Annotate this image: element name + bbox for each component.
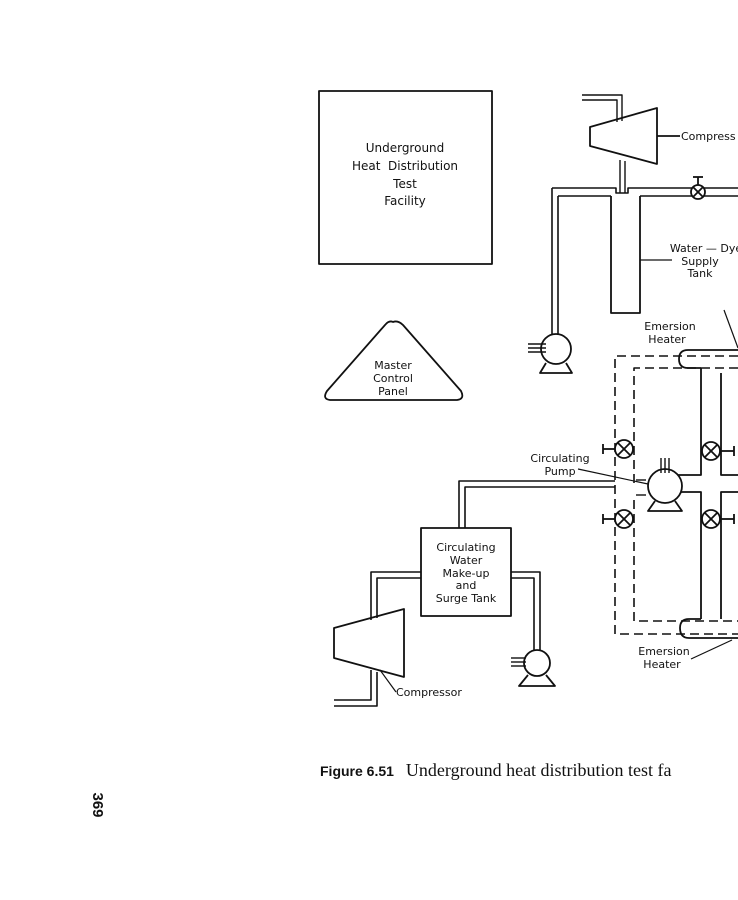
control-panel-label: Master Control Panel — [373, 359, 413, 398]
compressor-bottom-shape — [333, 571, 421, 707]
heater-bottom-label: Emersion Heater — [638, 645, 689, 671]
valve-loop-lower — [602, 509, 634, 529]
compressor-top-shape — [582, 94, 680, 193]
surge-tank-label-line: Surge Tank — [436, 592, 497, 605]
control-panel-label-line: Master — [374, 359, 412, 372]
surge-tank-feed-pipe — [458, 480, 615, 528]
surge-tank-label-line: Circulating — [436, 541, 495, 554]
control-panel-label-line: Panel — [378, 385, 408, 398]
supply-tank-label-line: Supply — [681, 255, 719, 268]
figure-number: Figure 6.51 — [320, 763, 394, 779]
dashed-insulation-loop — [614, 355, 738, 635]
surge-tank-label-line: and — [456, 579, 477, 592]
heater-top-label: Emersion Heater — [644, 320, 695, 346]
circulating-pump-shape — [577, 458, 683, 512]
emersion-heater-top-shape — [678, 309, 738, 369]
circulating-pump-label-line: Pump — [544, 465, 575, 478]
surge-tank-label-line: Make-up — [443, 567, 490, 580]
facility-label-line: Heat Distribution — [352, 159, 458, 173]
valve-riser-lower — [701, 509, 735, 529]
master-control-panel-shape — [324, 320, 464, 401]
heater-bottom-label-line: Heater — [643, 658, 681, 671]
compressor-top-label: Compress — [681, 130, 736, 143]
surge-tank-label-line: Water — [450, 554, 483, 567]
heater-top-label-line: Heater — [648, 333, 686, 346]
pump-bottom-shape — [511, 649, 556, 687]
facility-label-line: Test — [392, 177, 417, 191]
control-panel-label-line: Control — [373, 372, 413, 385]
figure-caption: Figure 6.51 Underground heat distribution… — [320, 760, 672, 781]
heater-top-label-line: Emersion — [644, 320, 695, 333]
facility-label: Underground Heat Distribution Test Facil… — [352, 141, 458, 208]
emersion-heater-bottom-shape — [679, 618, 738, 660]
compressor-bottom-label: Compressor — [396, 686, 462, 699]
valve-top — [690, 176, 706, 200]
supply-tank-shape — [551, 187, 738, 336]
valve-loop-upper — [602, 439, 634, 459]
page-number: 369 — [89, 792, 106, 818]
valve-riser-upper — [701, 441, 735, 461]
facility-label-line: Underground — [366, 141, 445, 155]
riser-pipes — [674, 368, 738, 619]
circulating-pump-label-line: Circulating — [530, 452, 589, 465]
surge-tank-label: Circulating Water Make-up and Surge Tank — [436, 541, 497, 605]
figure-caption-text: Underground heat distribution test fa — [405, 760, 672, 780]
pump-top-shape — [528, 333, 573, 374]
supply-tank-label: Water — Dye Supply Tank — [670, 242, 738, 280]
circulating-pump-label: Circulating Pump — [530, 452, 589, 478]
facility-box — [318, 90, 493, 265]
surge-pump-pipe — [511, 571, 541, 650]
facility-label-line: Facility — [384, 194, 426, 208]
supply-tank-label-line: Tank — [687, 267, 714, 280]
surge-tank-shape — [420, 527, 512, 617]
supply-tank-label-line: Water — Dye — [670, 242, 738, 255]
heater-bottom-label-line: Emersion — [638, 645, 689, 658]
